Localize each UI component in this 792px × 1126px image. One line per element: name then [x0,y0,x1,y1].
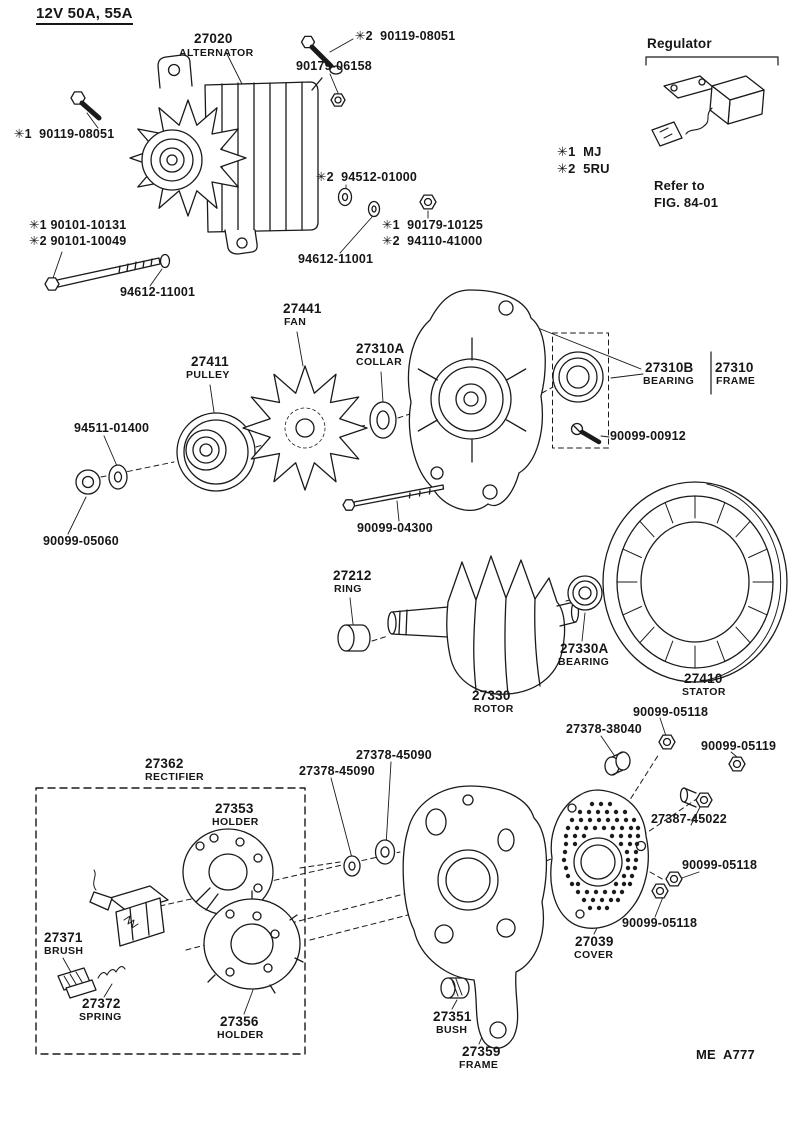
cover-perforations [561,801,641,911]
part-name-alternator: ALTERNATOR [179,47,254,59]
regulator-note-1: ✳1 MJ [557,144,602,159]
regulator-title: Regulator [647,36,712,51]
alternator-assembly-drawing [129,54,323,255]
part-number-brush: 27371 [44,930,83,945]
front-frame-drawing [342,289,546,511]
part-number-bush: 27351 [433,1009,472,1024]
part-name-stator: STATOR [682,686,726,698]
page-title: 12V 50A, 55A [36,6,133,25]
part-number-cover: 27039 [575,934,614,949]
callout-through-bolt-1: ✳1 90101-10131 [29,218,127,232]
part-number-front-frame: 27310 [715,360,754,375]
part-number-holder-b: 27356 [220,1014,259,1029]
part-number-fan: 27441 [283,301,322,316]
top-fasteners-drawing [70,35,437,218]
regulator-refer-2: FIG. 84-01 [654,195,719,210]
callout-washer-90179-06158: 90179-06158 [296,59,372,73]
callout-mount-bolt-left: ✳1 90119-08051 [14,127,115,141]
part-name-holder-a: HOLDER [212,816,259,828]
callout-nut-05119: 90099-05119 [701,739,777,753]
part-name-front-frame: FRAME [716,375,756,387]
figure-code: ME A777 [696,1047,755,1062]
callout-washer-94612-a: 94612-11001 [298,252,374,266]
front-bearing-drawing [552,351,604,445]
callout-insulator-27378-38040: 27378-38040 [566,722,642,736]
callout-washer-45090-b: 27378-45090 [299,764,375,778]
part-name-bush: BUSH [436,1024,468,1036]
callout-nut-94110: ✳2 94110-41000 [382,234,483,248]
rectifier-assembly-drawing [35,787,306,1055]
part-number-stator: 27410 [684,671,723,686]
callout-terminal-27387: 27387-45022 [651,812,727,826]
part-number-rear-bearing: 27330A [560,641,609,656]
regulator-note-2: ✳2 5RU [557,161,610,176]
part-name-front-bearing: BEARING [643,375,695,387]
callout-washer-94512: ✳2 94512-01000 [316,170,418,184]
part-number-alternator: 27020 [194,31,233,46]
callout-through-bolt-2: ✳2 90101-10049 [29,234,127,248]
through-bolt-drawing [44,253,171,291]
part-number-rotor: 27330 [472,688,511,703]
part-name-brush: BRUSH [44,945,84,957]
stator-drawing [602,481,788,683]
part-name-collar: COLLAR [356,356,403,368]
part-number-ring: 27212 [333,568,372,583]
part-name-fan: FAN [284,316,307,328]
callout-bolt-90099-04300: 90099-04300 [357,521,433,535]
fan-drawing [242,365,368,491]
callout-nut-05118-c: 90099-05118 [622,916,698,930]
callout-nut-90099-05060: 90099-05060 [43,534,119,548]
part-number-holder-a: 27353 [215,801,254,816]
terminal-fasteners-drawing [604,734,746,899]
callout-nut-05118-b: 90099-05118 [682,858,758,872]
part-name-rotor: ROTOR [474,703,514,715]
part-number-rectifier: 27362 [145,756,184,771]
part-name-rectifier: RECTIFIER [145,771,205,783]
part-name-rear-bearing: BEARING [558,656,610,668]
part-name-cover: COVER [574,949,614,961]
part-name-ring: RING [334,583,362,595]
part-number-rear-frame: 27359 [462,1044,501,1059]
leader-lines [52,38,738,1045]
collar-drawing [369,401,397,439]
part-name-holder-b: HOLDER [217,1029,264,1041]
pulley-drawing [75,412,256,495]
rotor-drawing [337,555,603,695]
callout-screw-90099-00912: 90099-00912 [610,429,686,443]
callout-washer-45090-a: 27378-45090 [356,748,432,762]
part-name-rear-frame: FRAME [459,1059,499,1071]
callout-mount-bolt-top: ✳2 90119-08051 [355,29,456,43]
rear-frame-drawing [402,785,548,1049]
part-number-front-bearing: 27310B [645,360,694,375]
callout-key-94511: 94511-01400 [74,421,150,435]
callout-nut-90179-10125: ✳1 90179-10125 [382,218,484,232]
part-name-pulley: PULLEY [186,369,230,381]
cover-drawing [550,789,649,929]
regulator-drawing [645,56,779,147]
callout-nut-05118-a: 90099-05118 [633,705,709,719]
part-number-spring: 27372 [82,996,121,1011]
part-name-spring: SPRING [79,1011,122,1023]
part-number-pulley: 27411 [191,354,229,369]
part-number-collar: 27310A [356,341,405,356]
insulator-washers-drawing [343,839,396,877]
regulator-refer-1: Refer to [654,178,705,193]
callout-washer-94612-b: 94612-11001 [120,285,196,299]
